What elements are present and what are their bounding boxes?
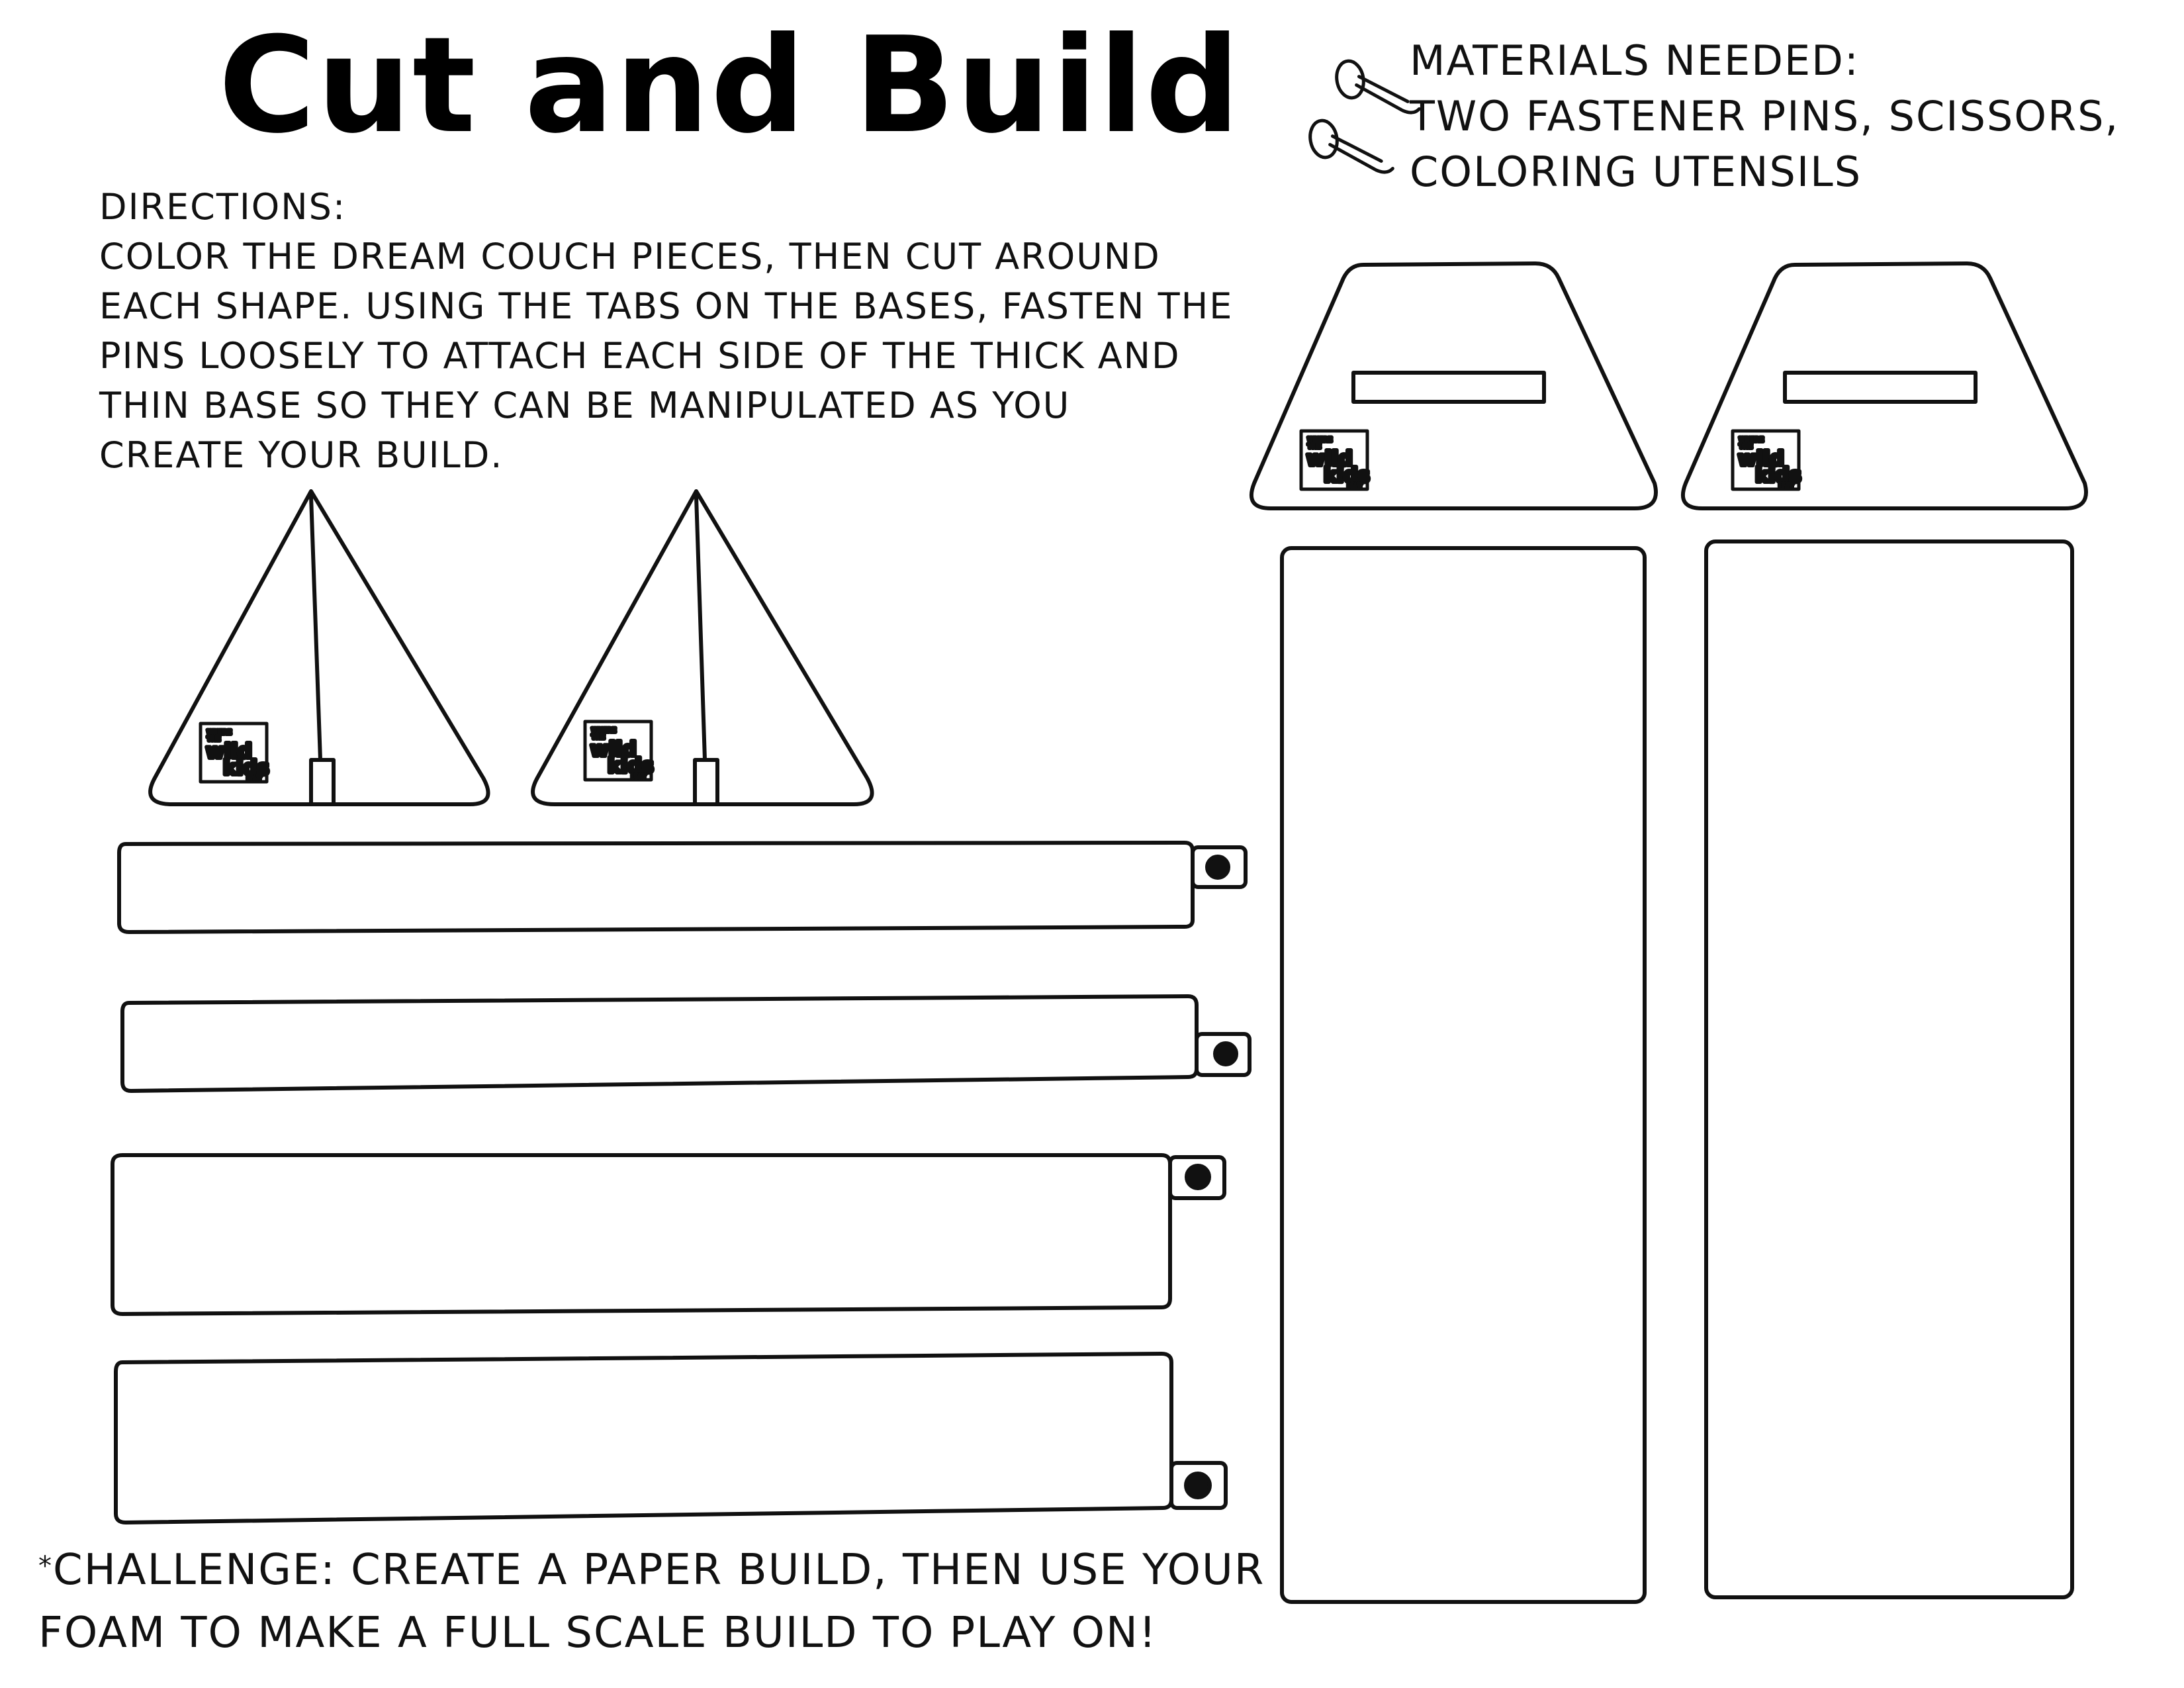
long-bar-piece[interactable] xyxy=(117,841,1248,934)
materials-block: MATERIALS NEEDED: TWO FASTENER PINS, SCI… xyxy=(1410,33,2119,200)
directions-line: COLOR THE DREAM COUCH PIECES, THEN CUT A… xyxy=(99,236,1161,277)
page-title: Cut and Build xyxy=(218,9,1242,163)
challenge-text: CHALLENGE: CREATE A PAPER BUILD, THEN US… xyxy=(53,1546,1265,1595)
long-bar-piece[interactable] xyxy=(120,994,1251,1093)
trapezoid-base-piece[interactable] xyxy=(1681,261,2088,510)
triangle-side-piece[interactable] xyxy=(148,489,490,806)
fastener-pin-icon xyxy=(1307,110,1392,184)
challenge-line-2: FOAM TO MAKE A FULL SCALE BUILD TO PLAY … xyxy=(38,1609,1158,1658)
directions-line: EACH SHAPE. USING THE TABS ON THE BASES,… xyxy=(99,285,1234,327)
tall-rectangle-piece[interactable] xyxy=(1280,546,1647,1604)
tall-rectangle-piece[interactable] xyxy=(1704,539,2074,1599)
wild-kids-logo xyxy=(1733,431,1801,489)
wild-kids-logo xyxy=(201,724,269,782)
wild-kids-logo xyxy=(585,722,654,780)
directions-heading: DIRECTIONS: xyxy=(99,186,347,228)
directions-line: PINS LOOSELY TO ATTACH EACH SIDE OF THE … xyxy=(99,335,1181,377)
challenge-asterisk: * xyxy=(38,1551,53,1581)
challenge-block: *CHALLENGE: CREATE A PAPER BUILD, THEN U… xyxy=(38,1539,1265,1665)
trapezoid-base-piece[interactable] xyxy=(1250,261,1658,510)
wild-kids-logo xyxy=(1301,431,1370,489)
fastener-pin-icon xyxy=(1334,50,1419,124)
directions-line: CREATE YOUR BUILD. xyxy=(99,434,504,476)
challenge-line-1: *CHALLENGE: CREATE A PAPER BUILD, THEN U… xyxy=(38,1539,1265,1602)
long-bar-piece[interactable] xyxy=(114,1352,1228,1524)
triangle-side-piece[interactable] xyxy=(531,489,874,806)
directions-block: DIRECTIONS: COLOR THE DREAM COUCH PIECES… xyxy=(99,182,1233,480)
materials-heading: MATERIALS NEEDED: xyxy=(1410,36,1860,85)
materials-line: TWO FASTENER PINS, SCISSORS, xyxy=(1410,92,2120,140)
long-bar-piece[interactable] xyxy=(111,1153,1226,1316)
directions-line: THIN BASE SO THEY CAN BE MANIPULATED AS … xyxy=(99,385,1071,426)
materials-line: COLORING UTENSILS xyxy=(1410,148,1862,196)
